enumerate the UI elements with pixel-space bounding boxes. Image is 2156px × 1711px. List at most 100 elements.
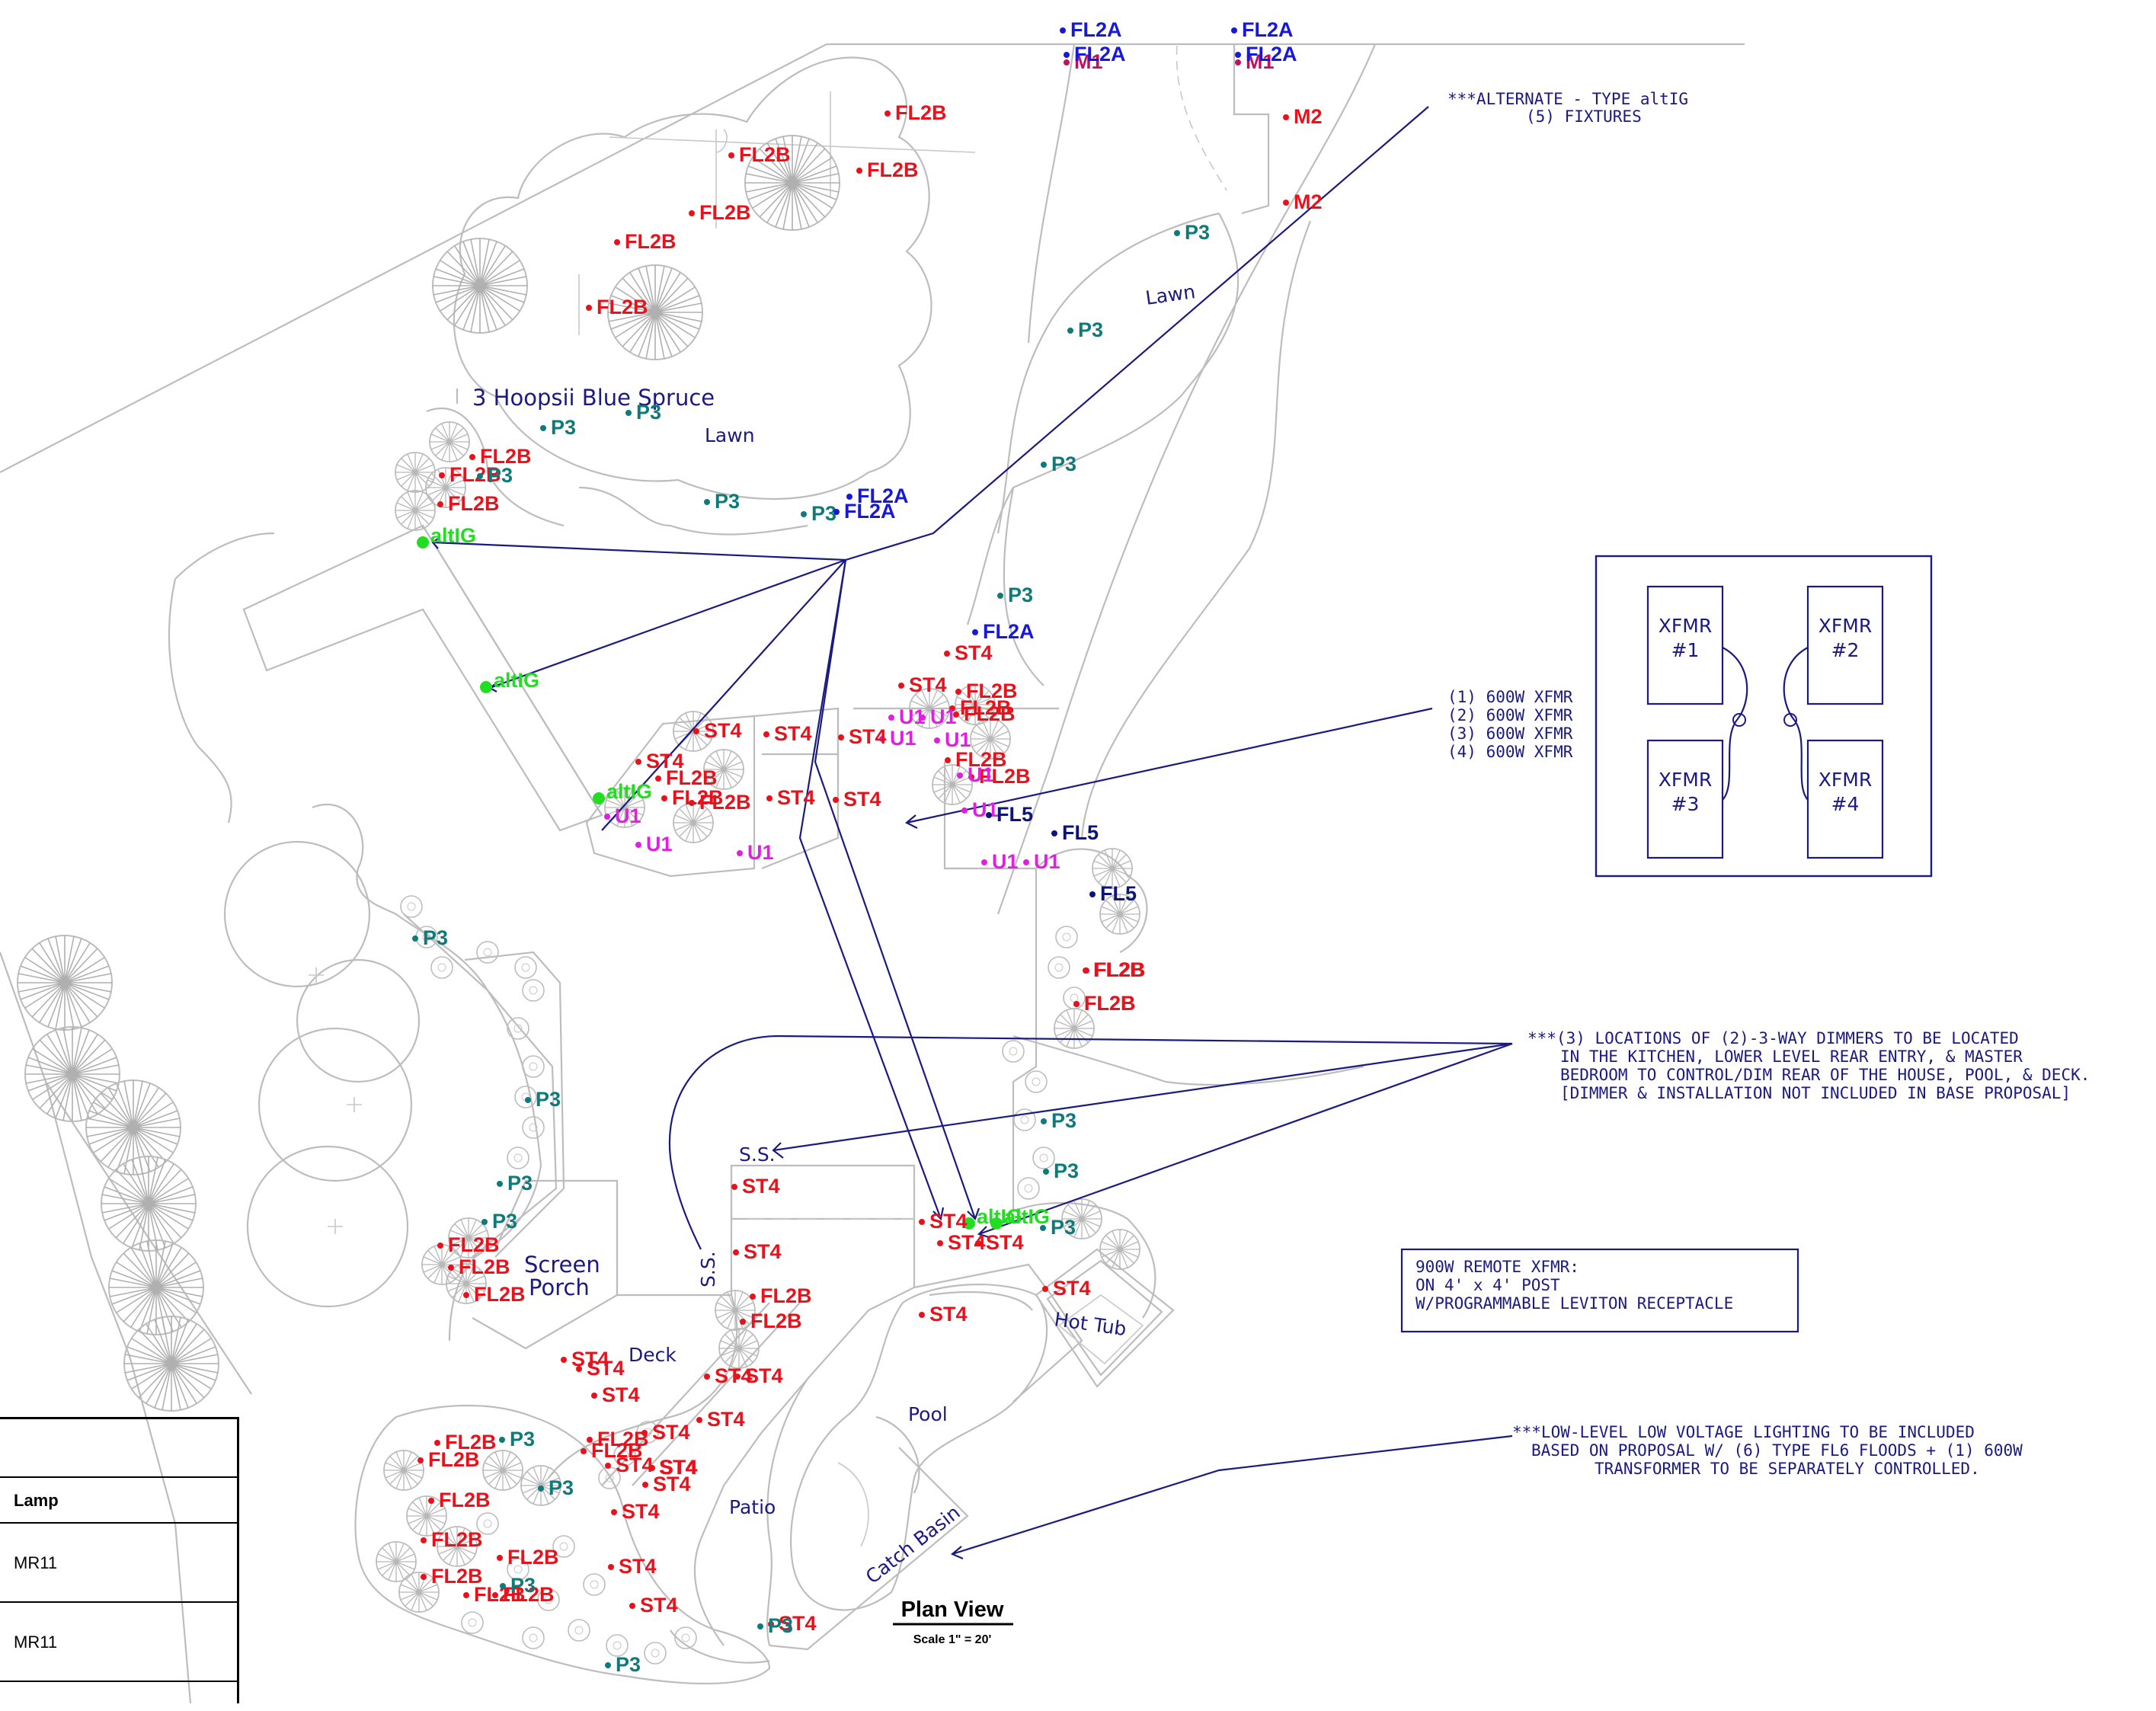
fixture-st4: ST4 [611,1500,660,1523]
fixture-marker [655,776,661,782]
fixture-label: U1 [615,804,641,827]
fixture-label: FL2B [895,101,947,124]
fixture-marker [766,795,773,801]
fixture-fl2a: FL2A [1235,43,1297,66]
fixture-marker [689,210,695,216]
catch-basin-label: Catch Basin [862,1502,964,1588]
fixture-marker [1083,967,1089,974]
fixture-p3: P3 [1174,221,1210,244]
fixture-p3: P3 [1041,453,1076,475]
title-block: Plan View Scale 1" = 20' [893,1597,1013,1646]
fixture-marker [635,759,641,765]
fixture-label: U1 [930,705,957,728]
fixture-label: FL2A [844,500,896,523]
lawn-label-east: Lawn [1144,280,1197,309]
fixture-label: FL2B [672,786,724,809]
fixture-fl2a: FL2A [1060,18,1122,41]
fixture-marker [957,772,963,779]
fixture-marker [439,472,445,478]
fixture-label: M2 [1294,105,1323,128]
fixture-fl2b: FL2B [968,765,1031,788]
fixture-label: altIG [494,669,539,692]
fixture-marker [737,850,743,856]
fixture-fl2b: FL2B [955,680,1018,702]
fixture-marker [417,536,429,548]
fixture-marker [693,728,699,734]
fixture-marker [1040,1225,1046,1231]
fixture-marker [704,1374,710,1380]
fixture-label: FL2B [666,766,718,789]
fixture-marker [1283,114,1289,120]
xfmr-3-name: XFMR [1659,769,1712,791]
fixture-p3: P3 [704,490,740,513]
xfmr-1-name: XFMR [1659,615,1712,637]
low-voltage-note-line1: ***LOW-LEVEL LOW VOLTAGE LIGHTING TO BE … [1512,1423,1975,1441]
fixture-fl2b: FL2B [655,766,718,789]
fixture-label: FL2B [955,748,1007,771]
legend-row-3 [0,1681,237,1711]
fixture-m1: M1 [1235,50,1275,73]
fixture-fl2b: FL2B [439,463,501,486]
fixture-marker [649,1465,655,1471]
fixture-marker [1042,1286,1048,1292]
fixture-st4: ST4 [629,1594,678,1617]
fixture-label: ST4 [1053,1277,1091,1300]
fixture-label: FL2B [439,1489,491,1511]
leader-lines [431,106,1513,1560]
remote-note-line3: W/PROGRAMMABLE LEVITON RECEPTACLE [1415,1294,1733,1313]
fixture-fl2b: FL2B [1073,992,1136,1015]
fixture-st4: ST4 [649,1456,698,1479]
fixture-label: ST4 [640,1594,678,1617]
fixture-fl2b: FL2B [1083,958,1145,981]
fixture-label: FL2A [983,620,1035,643]
fixture-fl2a: FL2A [846,485,909,507]
fixture-label: U1 [968,763,994,786]
fixture-marker [1174,230,1180,236]
fixture-marker [480,681,492,693]
fixture-marker [1064,59,1070,66]
fixture-label: FL2B [960,696,1012,719]
fixture-marker [477,473,483,479]
fixture-p3: P3 [481,1210,517,1233]
fixture-label: P3 [1185,221,1210,244]
xfmr-note-line4: (4) 600W XFMR [1447,743,1573,761]
fixture-marker [540,425,546,431]
fixture-marker [1073,1001,1080,1007]
fixture-marker [833,509,840,515]
fixture-label: FL2A [1242,18,1294,41]
fixture-u1: U1 [604,804,641,827]
fixture-st4: ST4 [975,1231,1024,1254]
fixture-marker [1041,462,1047,468]
fixture-marker [740,1319,746,1325]
fixture-label: P3 [636,401,661,424]
legend-row-1: MR11 [0,1522,237,1601]
spruce-label: 3 Hoopsii Blue Spruce [472,385,715,411]
fixture-label: ST4 [602,1383,640,1406]
fixture-marker [1235,59,1241,66]
fixture-fl2b: FL2B [614,230,677,253]
xfmr-note-line1: (1) 600W XFMR [1447,688,1573,706]
fixture-label: altIG [606,780,652,803]
fixture-marker [469,454,475,460]
fixture-p3: P3 [540,416,576,439]
fixture-marker [750,1294,756,1300]
fixture-marker [955,689,961,695]
fixture-label: altIG [1004,1205,1050,1228]
fixture-label: FL2B [597,1428,649,1450]
fixture-marker [689,800,695,806]
fixture-marker [937,1240,943,1246]
fixture-p3: P3 [1067,318,1103,341]
fixture-p3: P3 [605,1653,641,1676]
fixture-label: P3 [1051,453,1076,475]
fixture-marker [434,1440,440,1446]
dimmer-note-line1: ***(3) LOCATIONS OF (2)-3-WAY DIMMERS TO… [1527,1029,2019,1047]
xfmr-3-num: #3 [1671,793,1700,815]
fixture-marker [499,1437,505,1443]
deck-label: Deck [629,1344,677,1366]
fixture-st4: ST4 [704,1364,753,1387]
fixture-label: ST4 [744,1240,782,1263]
fixture-st4: ST4 [1042,1277,1091,1300]
fixture-fl2b: FL2B [661,786,724,809]
fixture-label: ST4 [715,1364,753,1387]
fixture-marker [968,774,974,780]
